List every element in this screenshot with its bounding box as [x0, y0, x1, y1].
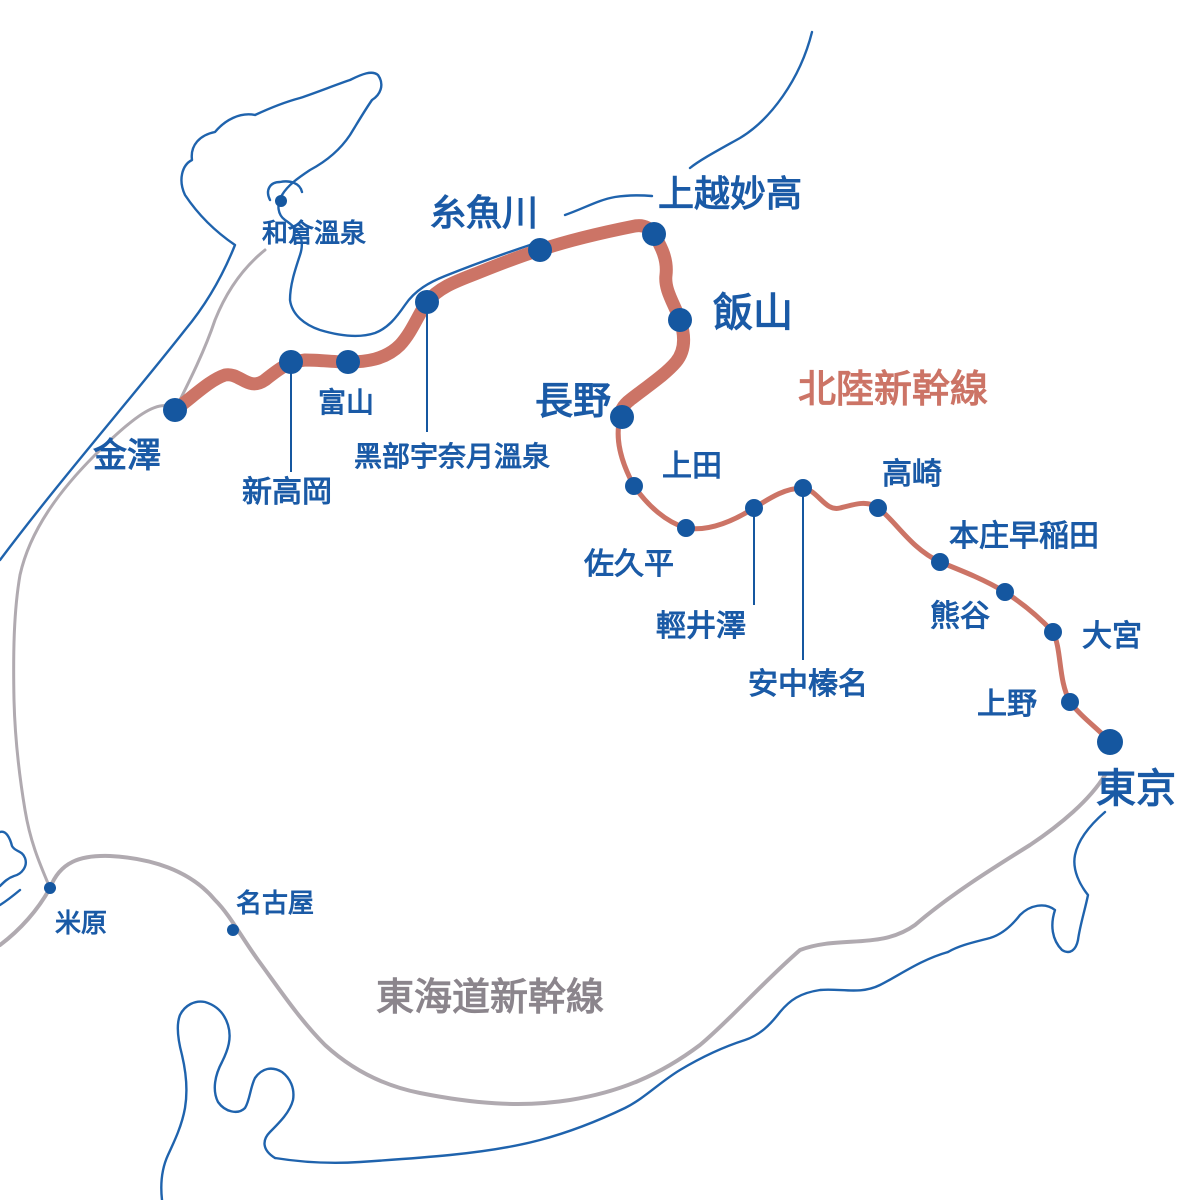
coastline-echigo — [563, 194, 654, 217]
station-dot-annaka[interactable] — [794, 479, 812, 497]
coastline-biwa — [0, 830, 27, 888]
station-dot-kanazawa[interactable] — [163, 398, 187, 422]
label-kumagaya: 熊谷 — [930, 599, 990, 634]
station-dot-karuizawa[interactable] — [745, 499, 763, 517]
label-toyama: 富山 — [318, 386, 374, 419]
station-dot-itoigawa[interactable] — [528, 238, 552, 262]
leader-lines — [290, 302, 804, 660]
station-dot-iiyama[interactable] — [668, 308, 692, 332]
station-dot-kurobe[interactable] — [415, 290, 439, 314]
label-maibara: 米原 — [55, 909, 107, 939]
station-dot-honjo[interactable] — [931, 553, 949, 571]
label-annaka: 安中榛名 — [748, 667, 868, 702]
coastline-tokyo-bay — [946, 810, 1107, 954]
station-dot-omiya[interactable] — [1044, 623, 1062, 641]
label-iiyama: 飯山 — [713, 290, 793, 336]
coastlines — [0, 30, 1107, 1200]
label-takasaki: 高崎 — [882, 457, 942, 492]
label-wakura: 和倉溫泉 — [262, 218, 367, 249]
labels: 和倉溫泉 金澤 新高岡 富山 黑部宇奈月溫泉 糸魚川 上越妙高 飯山 長野 上田… — [55, 174, 1176, 1019]
station-dot-nagoya[interactable] — [227, 924, 239, 936]
station-dot-maibara[interactable] — [44, 882, 56, 894]
label-tokaido-line: 東海道新幹線 — [376, 975, 604, 1019]
coastline-nanao-bay — [266, 180, 304, 202]
station-dot-shintakaoka[interactable] — [279, 350, 303, 374]
label-ueno: 上野 — [977, 687, 1037, 722]
label-nagano: 長野 — [535, 379, 611, 423]
label-sakudaira: 佐久平 — [583, 547, 674, 582]
label-shintakaoka: 新高岡 — [242, 475, 332, 510]
label-ueda: 上田 — [662, 449, 722, 484]
label-joetsu: 上越妙高 — [658, 174, 802, 215]
coastline-pacific — [273, 950, 950, 1164]
label-kanazawa: 金澤 — [92, 436, 161, 476]
coastline-west — [0, 888, 22, 907]
label-karuizawa: 輕井澤 — [656, 609, 746, 644]
label-itoigawa: 糸魚川 — [430, 193, 538, 234]
label-omiya: 大宮 — [1082, 619, 1142, 654]
coastline-sea-of-japan-northeast — [688, 30, 814, 170]
label-nagoya: 名古屋 — [236, 888, 314, 919]
station-dot-kumagaya[interactable] — [996, 583, 1014, 601]
station-dot-wakura[interactable] — [275, 195, 287, 207]
station-dot-tokyo[interactable] — [1097, 729, 1123, 755]
label-tokyo: 東京 — [1096, 766, 1176, 812]
label-hokuriku-line: 北陸新幹線 — [798, 367, 988, 411]
maibara-wakura-line — [12, 404, 177, 890]
coastline-ise-bay — [160, 1000, 295, 1200]
station-dot-ueda[interactable] — [625, 477, 643, 495]
kanazawa-wakura-line — [173, 248, 267, 412]
coastline-noto-peninsula — [0, 71, 532, 562]
station-dot-takasaki[interactable] — [869, 499, 887, 517]
station-dot-nagano[interactable] — [610, 405, 634, 429]
label-kurobe: 黑部宇奈月溫泉 — [354, 440, 551, 473]
stations — [44, 195, 1123, 936]
tokaido-line — [0, 773, 1107, 1106]
station-dot-toyama[interactable] — [336, 350, 360, 374]
station-dot-ueno[interactable] — [1061, 693, 1079, 711]
label-honjo: 本庄早稲田 — [949, 519, 1099, 554]
station-dot-joetsu[interactable] — [642, 222, 666, 246]
station-dot-sakudaira[interactable] — [677, 519, 695, 537]
